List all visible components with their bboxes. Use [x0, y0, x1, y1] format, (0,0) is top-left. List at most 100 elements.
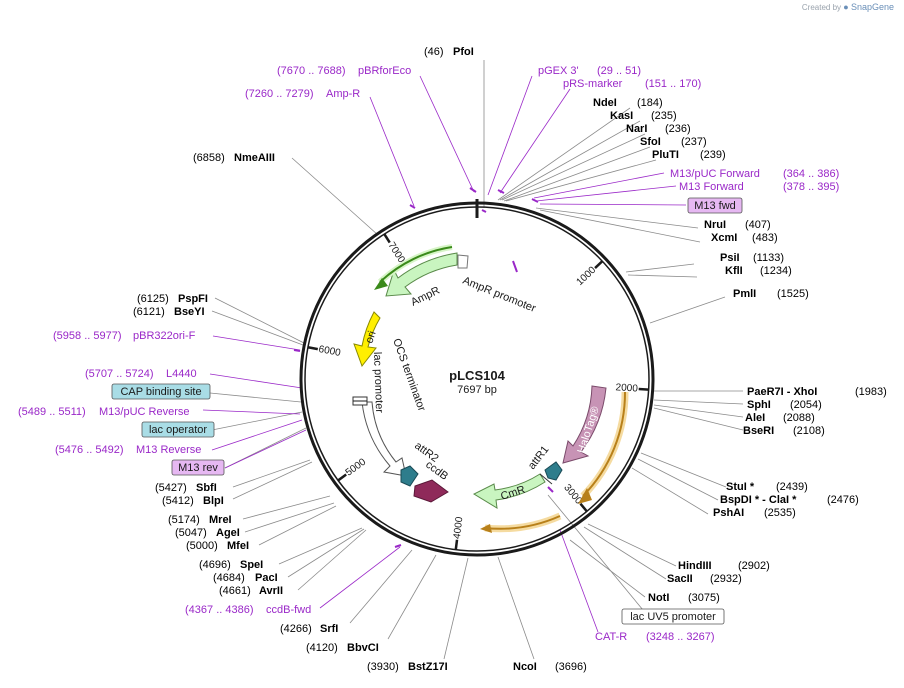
enzyme-pos: (3930): [367, 661, 399, 673]
primer-name[interactable]: pRS-marker: [563, 78, 623, 90]
amp-r-primer-arc: [374, 244, 453, 290]
primer-name[interactable]: pBR322ori-F: [133, 330, 196, 342]
enzyme-name[interactable]: PsiI: [720, 252, 740, 264]
enzyme-name[interactable]: NcoI: [513, 661, 537, 673]
enzyme-pos: (1983): [855, 386, 887, 398]
enzyme-name[interactable]: BseYI: [174, 306, 205, 318]
enzyme-pos: (483): [752, 232, 778, 244]
enzyme-name[interactable]: StuI *: [726, 481, 755, 493]
enzyme-name[interactable]: NotI: [648, 592, 669, 604]
enzyme-pos: (235): [651, 110, 677, 122]
primer-name[interactable]: pBRforEco: [358, 65, 411, 77]
enzyme-name[interactable]: MreI: [209, 514, 232, 526]
tick-mark: [383, 233, 391, 244]
enzyme-pos: (239): [700, 149, 726, 161]
snapgene-name: SnapGene: [850, 2, 894, 12]
m13-fwd-box[interactable]: M13 fwd: [687, 197, 743, 214]
enzyme-name[interactable]: KasI: [610, 110, 633, 122]
enzyme-name[interactable]: PshAI: [713, 507, 744, 519]
enzyme-name[interactable]: SacII: [667, 573, 693, 585]
enzyme-name[interactable]: NmeAIII: [234, 152, 275, 164]
m13-rev-label: M13 rev: [178, 462, 218, 474]
enzyme-pos: (2439): [776, 481, 808, 493]
enzyme-name[interactable]: MfeI: [227, 540, 249, 552]
enzyme-pos: (5000): [186, 540, 218, 552]
primer-range: (5707 .. 5724): [85, 368, 154, 380]
enzyme-pos: (4696): [199, 559, 231, 571]
halotag-feature: [562, 385, 607, 464]
enzyme-name[interactable]: PfoI: [453, 46, 474, 58]
enzyme-pos: (2535): [764, 507, 796, 519]
enzyme-name[interactable]: SpeI: [240, 559, 263, 571]
cap-binding-site-box[interactable]: CAP binding site: [111, 383, 211, 400]
enzyme-name[interactable]: BspDI * - ClaI *: [720, 494, 797, 506]
enzyme-pos: (3696): [555, 661, 587, 673]
enzyme-name[interactable]: PluTI: [652, 149, 679, 161]
cap-binding-site-label: CAP binding site: [120, 386, 201, 398]
primer-callout-lines: [202, 75, 687, 633]
enzyme-name[interactable]: AgeI: [216, 527, 240, 539]
enzyme-pos: (1133): [753, 252, 784, 264]
lac-uv5-promoter-box[interactable]: lac UV5 promoter: [621, 608, 725, 625]
cmr-label: CmR: [499, 484, 527, 503]
enzyme-name[interactable]: PacI: [255, 572, 278, 584]
enzyme-pos: (4684): [213, 572, 245, 584]
enzyme-name[interactable]: PspFI: [178, 293, 208, 305]
enzyme-name[interactable]: SrfI: [320, 623, 338, 635]
enzyme-pos: (2902): [738, 560, 770, 572]
enzyme-pos: (6125): [137, 293, 169, 305]
primer-name[interactable]: L4440: [166, 368, 197, 380]
lac-operator-box[interactable]: lac operator: [141, 421, 215, 438]
primer-name[interactable]: M13 Reverse: [136, 444, 201, 456]
cmr-feature: [472, 473, 546, 509]
m13-rev-box[interactable]: M13 rev: [171, 459, 225, 476]
enzyme-name[interactable]: AleI: [745, 412, 765, 424]
enzyme-name[interactable]: BbvCI: [347, 642, 379, 654]
enzyme-pos: (5412): [162, 495, 194, 507]
m13-fwd-label: M13 fwd: [694, 200, 736, 212]
primer-name[interactable]: CAT-R: [595, 631, 627, 643]
primer-range: (7670 .. 7688): [277, 65, 346, 77]
primer-name[interactable]: pGEX 3': [538, 65, 579, 77]
enzyme-name[interactable]: SbfI: [196, 482, 217, 494]
enzyme-name[interactable]: XcmI: [711, 232, 737, 244]
enzyme-name[interactable]: BseRI: [743, 425, 774, 437]
enzyme-name[interactable]: SfoI: [640, 136, 661, 148]
primer-range: (151 .. 170): [645, 78, 701, 90]
primer-name[interactable]: ccdB-fwd: [266, 604, 311, 616]
enzyme-name[interactable]: NarI: [626, 123, 647, 135]
enzyme-name[interactable]: HindIII: [678, 560, 712, 572]
enzyme-name[interactable]: SphI: [747, 399, 771, 411]
tick-label: 6000: [318, 344, 342, 359]
primer-name[interactable]: M13 Forward: [679, 181, 744, 193]
enzyme-name[interactable]: BstZ17I: [408, 661, 448, 673]
primer-name[interactable]: Amp-R: [326, 88, 360, 100]
primer-marks: [293, 187, 554, 548]
primer-range: (3248 .. 3267): [646, 631, 715, 643]
primer-name[interactable]: M13/pUC Reverse: [99, 406, 189, 418]
enzyme-pos: (184): [637, 97, 663, 109]
enzyme-labels: (46) PfoI NdeI (184) KasI (235) NarI (23…: [133, 46, 887, 673]
primer-range: (378 .. 395): [783, 181, 839, 193]
plasmid-name: pLCS104: [449, 368, 505, 383]
enzyme-name[interactable]: PaeR7I - XhoI: [747, 386, 817, 398]
orange-primer-arcs: [480, 391, 629, 533]
primer-range: (5958 .. 5977): [53, 330, 122, 342]
enzyme-name[interactable]: KflI: [725, 265, 743, 277]
enzyme-name[interactable]: PmlI: [733, 288, 756, 300]
enzyme-pos: (6858): [193, 152, 225, 164]
ccdb-feature: [413, 479, 449, 503]
enzyme-name[interactable]: NruI: [704, 219, 726, 231]
primer-name[interactable]: M13/pUC Forward: [670, 168, 760, 180]
enzyme-pos: (5047): [175, 527, 207, 539]
enzyme-pos: (1525): [777, 288, 809, 300]
attr1-feature: [539, 461, 563, 485]
enzyme-name[interactable]: AvrII: [259, 585, 283, 597]
enzyme-pos: (407): [745, 219, 771, 231]
created-by-text: Created by: [801, 3, 842, 12]
enzyme-name[interactable]: NdeI: [593, 97, 617, 109]
enzyme-pos: (4120): [306, 642, 338, 654]
enzyme-pos: (4661): [219, 585, 251, 597]
enzyme-name[interactable]: BlpI: [203, 495, 224, 507]
